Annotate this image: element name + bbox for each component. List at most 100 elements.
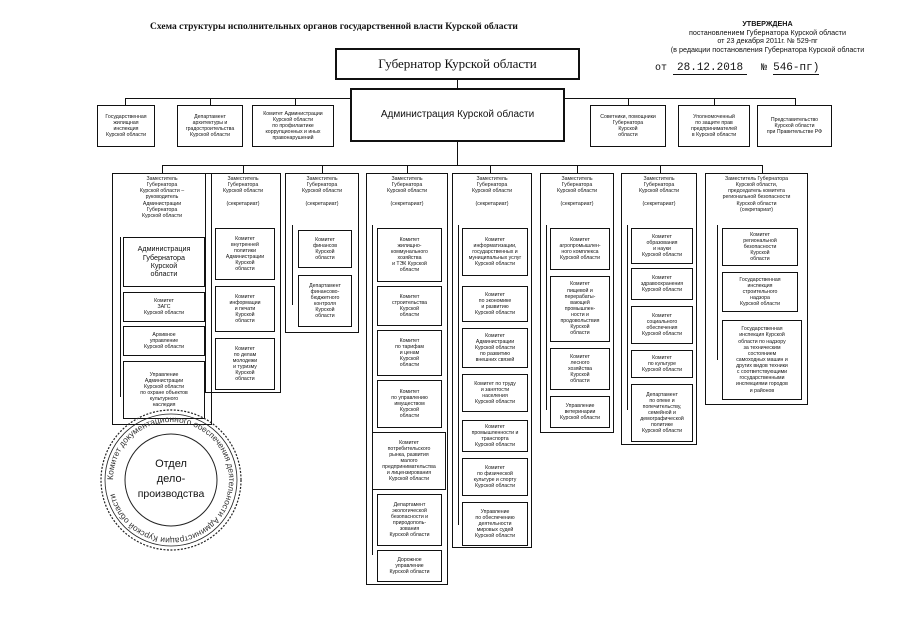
column-1-item-4: Управление Администрации Курской области… bbox=[123, 361, 205, 419]
column-2-group bbox=[205, 173, 281, 393]
column-3-item-2-label: Департамент финансово- бюджетного контро… bbox=[309, 282, 341, 320]
column-4-item-6-label: Департамент экологической безопасности и… bbox=[389, 501, 430, 539]
column-1-item-3-label: Архивное управление Курской области bbox=[144, 331, 184, 351]
connector bbox=[628, 98, 629, 105]
connector bbox=[243, 165, 244, 173]
column-1-item-1-label: Администрация Губернатора Курской област… bbox=[137, 244, 191, 279]
connector bbox=[211, 225, 212, 355]
column-4-item-1: Комитет жилищно- коммунального хозяйства… bbox=[377, 228, 442, 282]
column-5-item-4: Комитет по труду и занятости населения К… bbox=[462, 374, 528, 412]
column-7-item-3-label: Комитет социального обеспечения Курской … bbox=[642, 312, 682, 338]
column-8-item-3: Государственная инспекция Курской област… bbox=[722, 320, 802, 400]
approval-date-line: от 28.12.2018 № 546-пг) bbox=[655, 62, 895, 75]
column-5-item-7-label: Управление по обеспечению деятельности м… bbox=[475, 508, 515, 540]
top-right-box-1-label: Советники, помощники Губернатора Курской… bbox=[600, 113, 656, 139]
connector bbox=[795, 98, 796, 105]
top-right-box-1: Советники, помощники Губернатора Курской… bbox=[590, 105, 666, 147]
column-4-item-5: Комитет потребительского рынка, развития… bbox=[372, 432, 446, 490]
column-6-item-4: Управление ветеринарии Курской области bbox=[550, 396, 610, 428]
connector bbox=[125, 98, 350, 99]
connector bbox=[717, 225, 718, 360]
column-6-group bbox=[540, 173, 614, 433]
column-1-item-4-label: Управление Администрации Курской области… bbox=[140, 371, 188, 409]
column-5-item-5-label: Комитет промышленности и транспорта Курс… bbox=[471, 423, 519, 449]
connector bbox=[660, 165, 661, 173]
connector bbox=[565, 98, 795, 99]
column-5-group bbox=[452, 173, 532, 548]
column-8-item-3-label: Государственная инспекция Курской област… bbox=[736, 326, 788, 394]
top-left-box-1-label: Государственная жилищная инспекция Курск… bbox=[105, 113, 147, 139]
column-4-item-2-label: Комитет строительства Курской области bbox=[392, 293, 427, 319]
connector bbox=[125, 98, 126, 105]
connector bbox=[292, 225, 293, 305]
connector bbox=[210, 98, 211, 105]
column-6-item-1-label: Комитет агропромышлен- ного комплекса Ку… bbox=[559, 236, 601, 262]
connector bbox=[372, 225, 373, 555]
column-4-item-3: Комитет по тарифам и ценам Курской облас… bbox=[377, 330, 442, 376]
column-2-item-2-label: Комитет информации и печати Курской обла… bbox=[229, 293, 261, 325]
column-4-item-3-label: Комитет по тарифам и ценам Курской облас… bbox=[395, 337, 424, 369]
approval-title: УТВЕРЖДЕНА bbox=[742, 19, 793, 28]
column-6-item-2-label: Комитет пищевой и перерабаты- вающей про… bbox=[560, 281, 600, 337]
column-5-item-5: Комитет промышленности и транспорта Курс… bbox=[462, 420, 528, 452]
column-4-item-7-label: Дорожное управление Курской области bbox=[389, 556, 430, 576]
column-8-item-1: Комитет региональной безопасности Курско… bbox=[722, 228, 798, 266]
column-7-item-5-label: Департамент по опеке и попечительству, с… bbox=[640, 391, 684, 435]
column-7-item-4-label: Комитет по культуре Курской области bbox=[642, 354, 682, 374]
column-7-item-1-label: Комитет образования и науки Курской обла… bbox=[642, 233, 682, 259]
column-5-item-6-label: Комитет по физической культуре и спорту … bbox=[473, 464, 517, 490]
date-prefix: от bbox=[655, 63, 668, 74]
top-left-box-2-label: Департамент архитектуры и градостроитель… bbox=[185, 113, 235, 139]
page-title: Схема структуры исполнительных органов г… bbox=[150, 22, 518, 32]
column-6-head: Заместитель Губернатора Курской области … bbox=[557, 176, 597, 207]
connector bbox=[295, 98, 296, 105]
column-5-item-2: Комитет по экономике и развитию Курской … bbox=[462, 286, 528, 322]
connector bbox=[322, 165, 323, 173]
administration-box: Администрация Курской области bbox=[350, 88, 565, 142]
top-right-box-2: Уполномоченный по защите прав предприним… bbox=[678, 105, 750, 147]
column-2-item-3-label: Комитет по делам молодежи и туризму Курс… bbox=[232, 345, 258, 383]
column-4-item-4-label: Комитет по управлению имуществом Курской… bbox=[391, 388, 428, 420]
column-6-item-1: Комитет агропромышлен- ного комплекса Ку… bbox=[550, 228, 610, 270]
stamp-line-3: производства bbox=[138, 488, 205, 500]
top-left-box-1: Государственная жилищная инспекция Курск… bbox=[97, 105, 155, 147]
column-1-head: Заместитель Губернатора Курской области … bbox=[139, 176, 185, 219]
column-5-item-1-label: Комитет информатизации, государственных … bbox=[468, 236, 522, 268]
connector bbox=[407, 165, 408, 173]
column-6-item-4-label: Управление ветеринарии Курской области bbox=[560, 402, 600, 422]
top-right-box-3: Представительство Курской области при Пр… bbox=[757, 105, 832, 147]
column-5-item-1: Комитет информатизации, государственных … bbox=[462, 228, 528, 276]
number-value: 546-пг) bbox=[773, 62, 820, 75]
column-2-item-1-label: Комитет внутренней политики Администраци… bbox=[225, 235, 265, 273]
column-4-group bbox=[366, 173, 448, 585]
column-7-item-2: Комитет здравоохранения Курской области bbox=[631, 268, 693, 300]
connector bbox=[762, 165, 763, 173]
top-right-box-2-label: Уполномоченный по защите прав предприним… bbox=[690, 113, 738, 139]
connector bbox=[120, 237, 121, 397]
connector bbox=[577, 165, 578, 173]
column-5-item-3-label: Комитет Администрации Курской области по… bbox=[475, 332, 515, 364]
stamp-line-2: дело- bbox=[157, 473, 186, 485]
column-4-item-2: Комитет строительства Курской области bbox=[377, 286, 442, 326]
column-4-item-4: Комитет по управлению имуществом Курской… bbox=[377, 380, 442, 428]
column-2-item-2: Комитет информации и печати Курской обла… bbox=[215, 286, 275, 332]
connector bbox=[457, 142, 458, 165]
connector bbox=[546, 225, 547, 410]
column-3-group bbox=[285, 173, 359, 333]
column-3-item-2: Департамент финансово- бюджетного контро… bbox=[298, 275, 352, 327]
column-8-item-2-label: Государственная инспекция строительного … bbox=[739, 276, 781, 308]
column-5-item-4-label: Комитет по труду и занятости населения К… bbox=[474, 380, 516, 406]
column-6-item-3: Комитет лесного хозяйства Курской област… bbox=[550, 348, 610, 390]
connector bbox=[714, 98, 715, 105]
connector bbox=[162, 165, 163, 173]
date-value: 28.12.2018 bbox=[673, 62, 748, 75]
column-3-item-1: Комитет финансов Курской области bbox=[298, 230, 352, 268]
column-5-item-3: Комитет Администрации Курской области по… bbox=[462, 328, 528, 368]
top-left-box-3-label: Комитет Администрации Курской области по… bbox=[263, 110, 323, 142]
column-4-item-1-label: Комитет жилищно- коммунального хозяйства… bbox=[391, 236, 428, 274]
number-prefix: № bbox=[761, 63, 768, 74]
column-5-item-7: Управление по обеспечению деятельности м… bbox=[462, 502, 528, 546]
column-7-item-5: Департамент по опеке и попечительству, с… bbox=[631, 384, 693, 442]
top-left-box-3: Комитет Администрации Курской области по… bbox=[252, 105, 334, 147]
column-7-item-1: Комитет образования и науки Курской обла… bbox=[631, 228, 693, 264]
